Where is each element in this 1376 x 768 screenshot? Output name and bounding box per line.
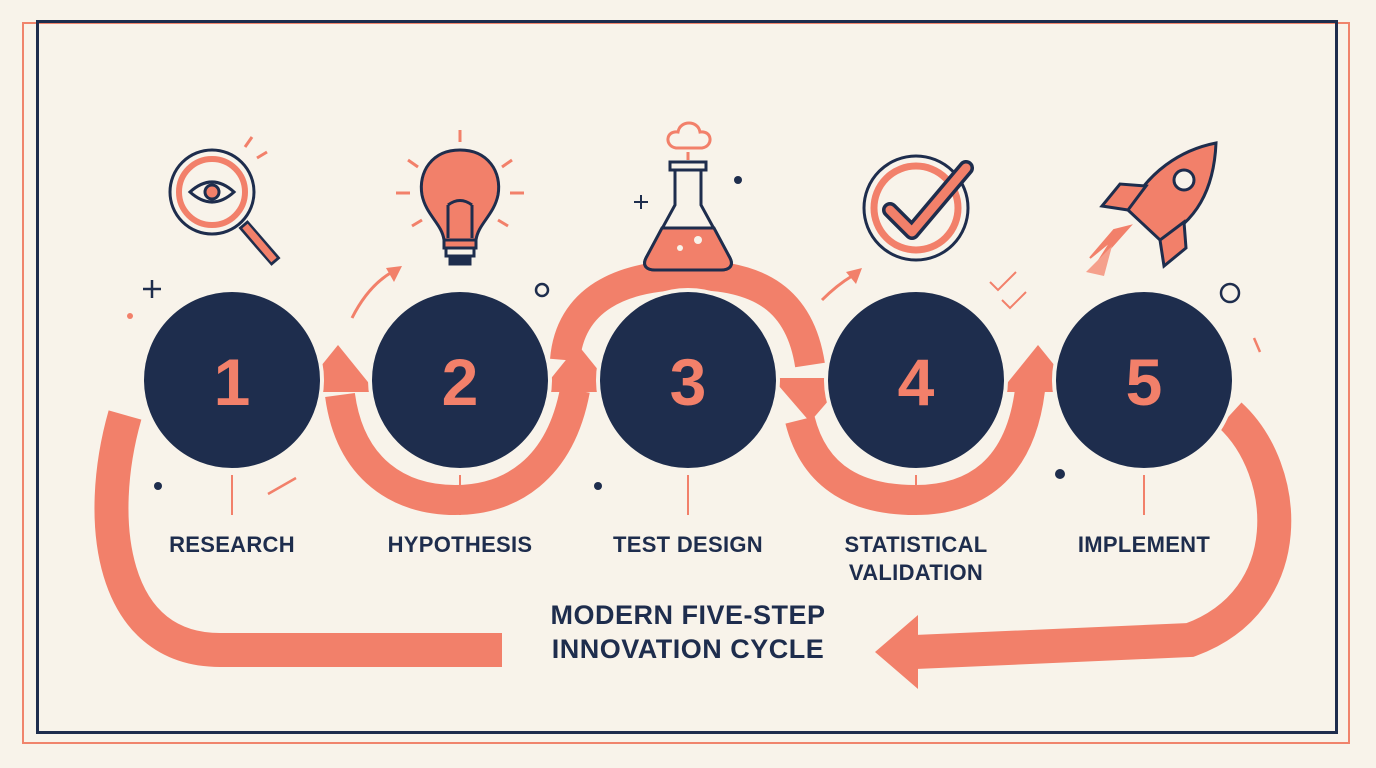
diagram-title-line-1: MODERN FIVE-STEP [550,600,826,630]
step-label-test-design: TEST DESIGN [613,532,763,557]
label-stems [231,475,1145,515]
step-number-4: 4 [897,345,935,419]
flask-icon [634,121,742,272]
step-label-research: RESEARCH [169,532,295,557]
checkmark-circle-icon [862,154,1027,310]
decorative-marks [127,266,1262,496]
step-number-1: 1 [213,345,251,419]
step-circles [140,288,1236,472]
step-label-implement: IMPLEMENT [1077,532,1211,557]
step-circle-5 [1052,288,1236,472]
step-circle-1 [140,288,324,472]
magnifier-eye-icon [168,136,281,266]
diagram-title: MODERN FIVE-STEP INNOVATION CYCLE [500,598,876,666]
step-number-3: 3 [669,345,707,419]
return-loop-arrow [94,402,1292,689]
diagram-title-line-2: INNOVATION CYCLE [551,634,825,664]
step-label-hypothesis: HYPOTHESIS [387,532,533,557]
step-number-5: 5 [1125,345,1163,419]
lightbulb-icon [396,130,524,266]
outer-frame [22,22,1350,744]
inner-frame [36,20,1338,734]
step-label-statistical-validation: STATISTICAL VALIDATION [844,532,988,585]
step-circle-3 [596,288,780,472]
step-circle-4 [824,288,1008,472]
rocket-icon [1086,141,1218,276]
step-circle-2 [368,288,552,472]
step-number-2: 2 [441,345,479,419]
